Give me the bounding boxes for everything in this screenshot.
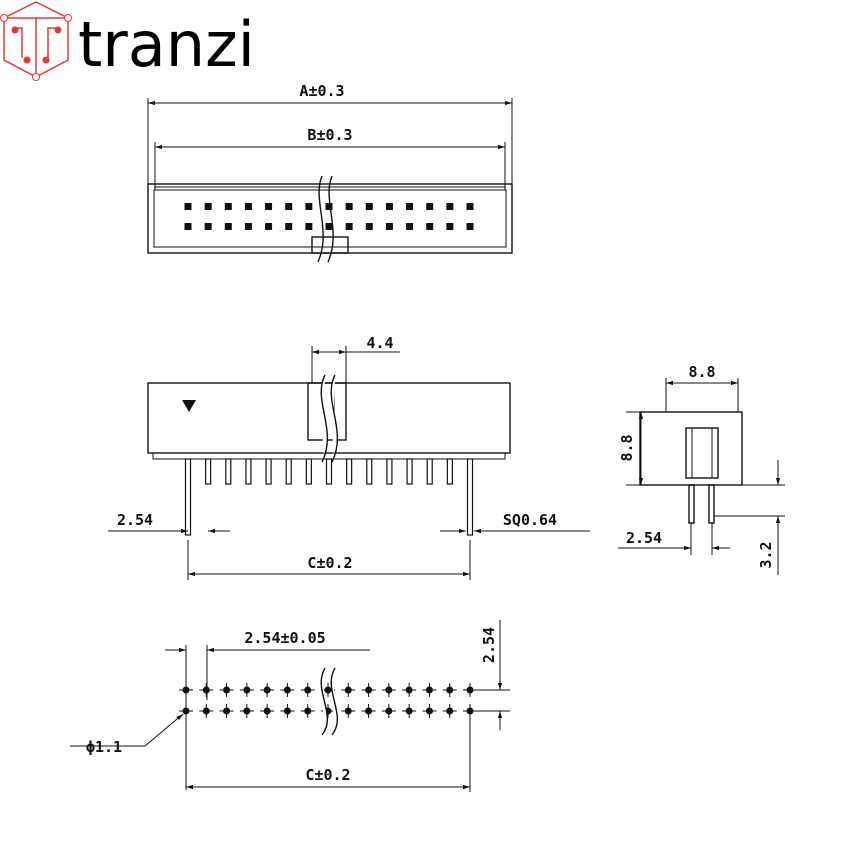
pin-square	[204, 223, 212, 230]
pin-lead	[305, 458, 312, 485]
pin-lead	[325, 458, 333, 485]
pin1-triangle-icon	[182, 400, 196, 412]
pin-lead	[366, 458, 373, 485]
dim-height-label: 8.8	[618, 434, 636, 461]
logo-text: tranzi	[78, 8, 255, 81]
dim-pin-label: SQ0.64	[503, 511, 557, 529]
dim-pitch-label: 2.54	[117, 511, 153, 529]
footprint-holes	[179, 683, 477, 718]
pin-square	[345, 223, 353, 230]
pin-square	[365, 223, 373, 230]
pin-lead	[406, 458, 413, 485]
pin-lead	[205, 458, 212, 485]
dim-width-label: 8.8	[688, 363, 715, 381]
footprint-hole	[260, 704, 275, 718]
pcb-footprint: 2.54±0.05 2.54 ϕ1.1 C±0.2	[70, 620, 510, 792]
footprint-hole	[361, 704, 376, 718]
top-view: A±0.3 B±0.3	[147, 82, 513, 263]
footprint-hole	[300, 683, 315, 697]
pin-square	[385, 223, 393, 230]
footprint-hole	[199, 704, 214, 718]
pin-lead	[386, 458, 393, 485]
pin-lead	[245, 458, 252, 485]
footprint-hole	[442, 704, 457, 718]
side-view: 4.4 2.54 SQ0.64 C±0.2	[108, 334, 590, 580]
pin-square	[325, 203, 333, 210]
footprint-hole	[239, 683, 254, 697]
footprint-hole	[239, 704, 254, 718]
pin-square	[406, 223, 414, 230]
footprint-hole	[422, 683, 437, 697]
footprint-hole	[300, 704, 315, 718]
pin-square	[305, 203, 313, 210]
footprint-hole	[402, 704, 417, 718]
pin-square	[244, 203, 252, 210]
pin-lead	[265, 458, 272, 485]
dim-c-label: C±0.2	[307, 554, 352, 572]
pin-lead	[285, 458, 292, 485]
dim-fp-pitch-label: 2.54±0.05	[244, 629, 325, 647]
pin-lead	[446, 458, 453, 485]
footprint-hole	[381, 683, 396, 697]
footprint-hole	[341, 704, 356, 718]
top-pins	[184, 203, 474, 230]
dim-fp-c-label: C±0.2	[305, 766, 350, 784]
pin-square	[466, 203, 474, 210]
pin-lead	[184, 458, 192, 536]
footprint-hole	[199, 683, 214, 697]
pin-square	[426, 223, 434, 230]
pin-square	[224, 203, 232, 210]
footprint-hole	[361, 683, 376, 697]
pin-lead	[466, 458, 474, 536]
tranzi-logo: tranzi	[0, 1, 255, 81]
pin-square	[204, 203, 212, 210]
pin-lead	[346, 458, 353, 485]
footprint-hole	[402, 683, 417, 697]
footprint-hole	[442, 683, 457, 697]
pin-square	[446, 223, 454, 230]
dim-row-pitch-label: 2.54	[480, 627, 498, 663]
footprint-hole	[219, 683, 234, 697]
pin-square	[305, 223, 313, 230]
dim-pin-length-label: 3.2	[757, 541, 775, 568]
pin-square	[385, 203, 393, 210]
footprint-hole	[381, 704, 396, 718]
dim-hole-label: ϕ1.1	[86, 738, 122, 756]
pin-square	[365, 203, 373, 210]
pin-square	[426, 203, 434, 210]
pin-square	[244, 223, 252, 230]
footprint-hole	[341, 683, 356, 697]
pin-square	[265, 223, 273, 230]
footprint-hole	[280, 704, 295, 718]
pin-square	[265, 203, 273, 210]
dim-b-label: B±0.3	[307, 126, 352, 144]
pin-square	[285, 203, 293, 210]
footprint-hole	[422, 704, 437, 718]
pin-square	[184, 223, 192, 230]
dim-end-pitch-label: 2.54	[626, 529, 662, 547]
pin-square	[224, 223, 232, 230]
dim-slot-label: 4.4	[366, 334, 393, 352]
end-view: 8.8 8.8 3.2 2.54	[618, 363, 785, 575]
pin-lead	[426, 458, 433, 485]
footprint-hole	[260, 683, 275, 697]
side-pins	[152, 452, 506, 536]
footprint-hole	[219, 704, 234, 718]
pin-square	[184, 203, 192, 210]
pin-square	[345, 203, 353, 210]
pin-square	[466, 223, 474, 230]
pin-lead	[225, 458, 232, 485]
pin-square	[325, 223, 333, 230]
pin-square	[406, 203, 414, 210]
footprint-hole	[280, 683, 295, 697]
pin-square	[285, 223, 293, 230]
dim-a-label: A±0.3	[299, 82, 344, 100]
pin-square	[446, 203, 454, 210]
